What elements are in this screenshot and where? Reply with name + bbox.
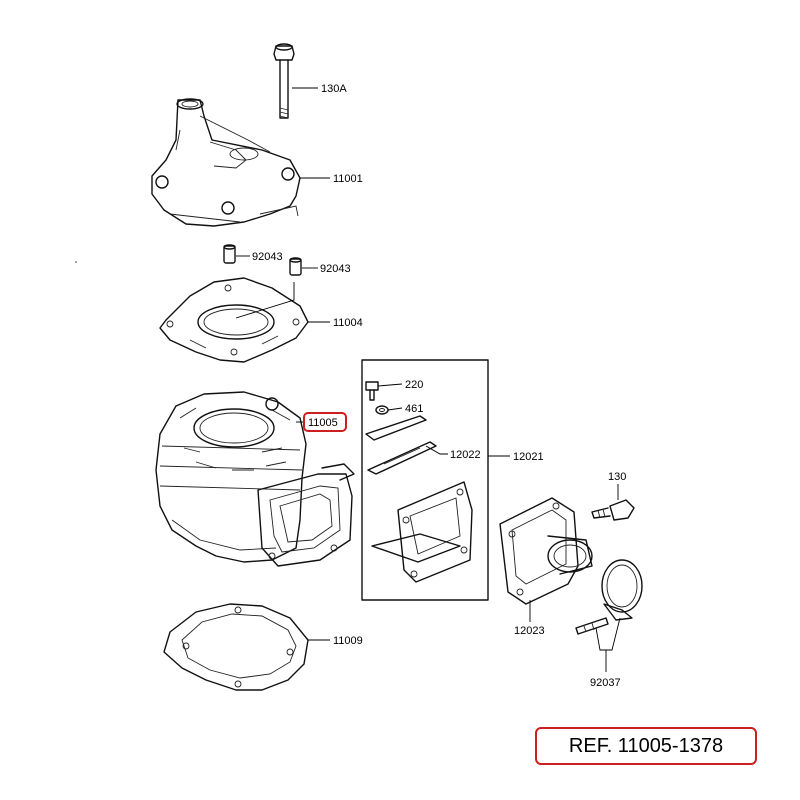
speck [75, 261, 77, 263]
dowel-pin-92043-b [289, 257, 302, 276]
dowel-pin-92043-a [223, 244, 236, 264]
bolt-130 [591, 499, 635, 521]
part-label-461: 461 [405, 403, 423, 415]
highlight-frame-11005 [303, 412, 347, 432]
cylinder-head-11001 [151, 98, 301, 227]
part-label-92043-a: 92043 [252, 251, 283, 263]
reed-stopper [365, 415, 427, 441]
part-label-11005: 11005 [308, 417, 338, 429]
reed-block [371, 481, 473, 583]
reference-number-box: REF. 11005-1378 [535, 727, 757, 765]
leader-lines [235, 87, 621, 672]
washer-461 [375, 405, 389, 415]
intake-manifold-12023 [499, 497, 593, 605]
part-label-11004: 11004 [333, 317, 363, 329]
part-label-12021: 12021 [513, 451, 544, 463]
part-label-220: 220 [405, 379, 423, 391]
part-label-12022: 12022 [450, 449, 481, 461]
part-label-92037: 92037 [590, 677, 621, 689]
part-label-11009: 11009 [333, 635, 363, 647]
part-label-130a: 130A [321, 83, 347, 95]
reed-valve-frame-12021 [361, 359, 489, 601]
part-label-92043-b: 92043 [320, 263, 351, 275]
reed-12022 [367, 441, 437, 475]
head-gasket-11004 [159, 277, 309, 363]
part-label-130: 130 [608, 471, 626, 483]
part-label-11001: 11001 [333, 173, 363, 185]
screw-220 [365, 381, 379, 401]
reference-number: REF. 11005-1378 [568, 734, 724, 757]
clamp-92037 [575, 559, 643, 635]
part-label-12023: 12023 [514, 625, 545, 637]
base-gasket-11009 [163, 603, 309, 691]
cylinder-11005 [155, 391, 355, 567]
bolt-130a [273, 43, 295, 119]
